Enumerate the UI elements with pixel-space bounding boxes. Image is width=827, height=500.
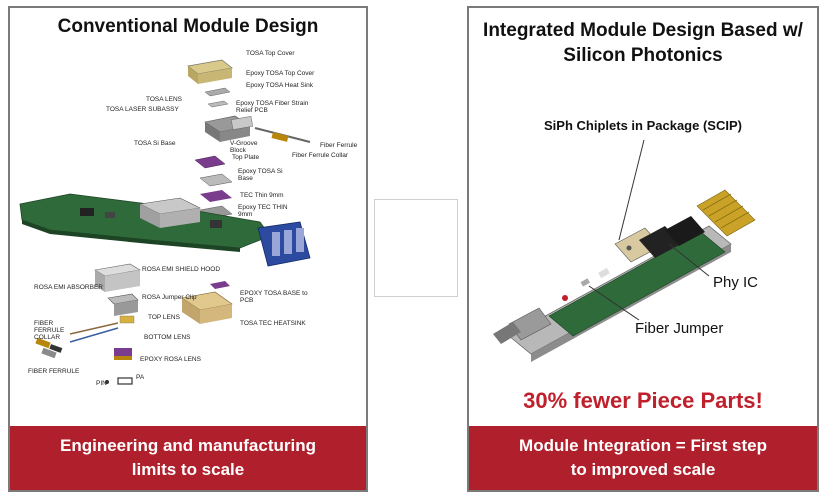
label-tosa-top-cover: TOSA Top Cover xyxy=(246,50,295,57)
label-epoxy-tec-thin: Epoxy TEC THIN 9mm xyxy=(238,204,288,218)
integrated-title: Integrated Module Design Based w/ Silico… xyxy=(469,18,817,68)
conventional-footer-line2: limits to scale xyxy=(131,460,245,479)
label-epoxy-rosa-lens: EPOXY ROSA LENS xyxy=(140,356,201,363)
label-tosa-si-base: TOSA Si Base xyxy=(134,140,176,147)
center-placeholder-box xyxy=(374,199,458,297)
conventional-footer: Engineering and manufacturing limits to … xyxy=(10,426,366,490)
integrated-module-diagram xyxy=(493,139,756,362)
label-bottom-lens: BOTTOM LENS xyxy=(144,334,191,341)
label-pin: PIN xyxy=(96,380,107,387)
fiber-ferrule-group xyxy=(35,322,119,359)
gold-fingers xyxy=(702,193,750,229)
label-fiber-ferrule: Fiber Ferrule xyxy=(320,142,358,149)
label-tosa-tec-heatsink: TOSA TEC HEATSINK xyxy=(240,320,306,327)
fiber-jumper-label: Fiber Jumper xyxy=(635,320,724,337)
label-fiber-ferrule-collar: Fiber Ferrule Collar xyxy=(292,152,348,159)
phy-ic-label: Phy IC xyxy=(713,274,759,291)
label-fiber-ferrule-collar-2: FIBER FERRULE COLLAR xyxy=(34,320,65,341)
label-v-groove-block: V-Groove Block xyxy=(230,140,258,154)
blue-connector xyxy=(257,221,311,267)
integrated-title-line2: Silicon Photonics xyxy=(563,45,723,66)
integrated-module-panel: Integrated Module Design Based w/ Silico… xyxy=(467,6,819,492)
integrated-title-line1: Integrated Module Design Based w/ xyxy=(483,20,803,41)
label-tosa-laser-subassy: TOSA LASER SUBASSY xyxy=(106,106,179,113)
integrated-footer: Module Integration = First step to impro… xyxy=(469,426,817,490)
label-top-lens: TOP LENS xyxy=(148,314,180,321)
conventional-footer-line1: Engineering and manufacturing xyxy=(60,436,316,455)
scip-label: SiPh Chiplets in Package (SCIP) xyxy=(544,118,742,133)
label-top-plate: Top Plate xyxy=(232,154,260,161)
label-epoxy-fiber-strain-relief: Epoxy TOSA Fiber Strain Relief PCB xyxy=(236,100,309,114)
exploded-module-diagram xyxy=(19,59,311,385)
integrated-footer-line2: to improved scale xyxy=(570,460,716,479)
integrated-footer-line1: Module Integration = First step xyxy=(519,436,767,455)
piece-parts-highlight: 30% fewer Piece Parts! xyxy=(523,388,763,413)
label-rosa-jumper-clip: ROSA Jumper Clip xyxy=(142,294,197,301)
label-fiber-ferrule-2: FIBER FERRULE xyxy=(28,368,80,375)
label-rosa-emi-absorber: ROSA EMI ABSORBER xyxy=(34,284,103,291)
conventional-title: Conventional Module Design xyxy=(57,16,319,37)
label-tosa-lens: TOSA LENS xyxy=(146,96,183,103)
conventional-module-panel: Conventional Module Design xyxy=(8,6,368,492)
label-epoxy-tosa-heat-sink: Epoxy TOSA Heat Sink xyxy=(246,82,313,89)
label-epoxy-tosa-si-base: Epoxy TOSA Si Base xyxy=(238,168,283,182)
label-epoxy-tosa-top-cover: Epoxy TOSA Top Cover xyxy=(246,70,315,77)
label-pa: PA xyxy=(136,374,145,381)
label-rosa-emi-shield-hood: ROSA EMI SHIELD HOOD xyxy=(142,266,221,273)
label-tec-thin: TEC Thin 9mm xyxy=(240,192,284,199)
label-epoxy-tosa-base-pcb: EPOXY TOSA BASE to PCB xyxy=(240,290,308,304)
